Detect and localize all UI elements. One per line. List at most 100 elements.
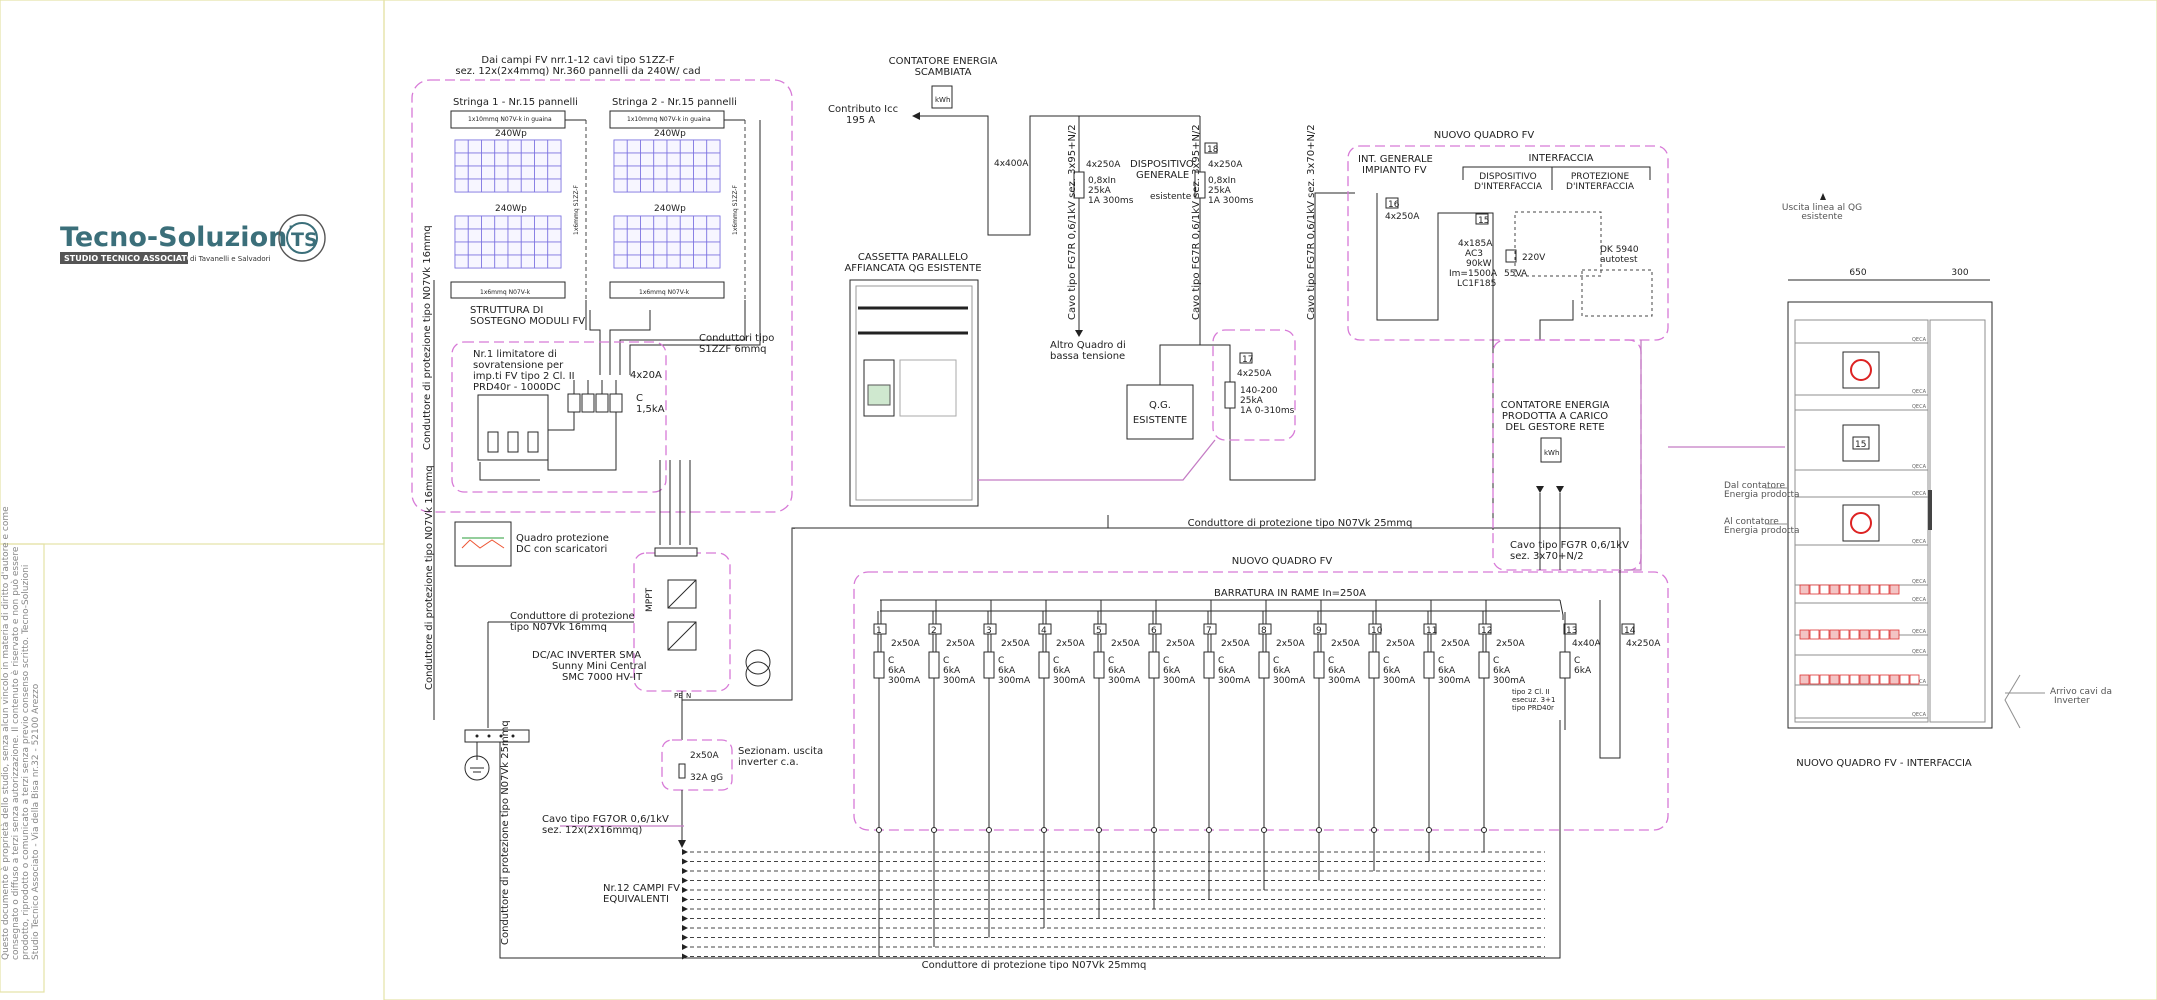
inverter-section: MPPT DC/AC INVERTER SMA Sunny Mini Centr…: [487, 460, 1109, 740]
breaker-num: 11: [1426, 626, 1437, 636]
pv-cell: [534, 228, 549, 243]
breaker-spec: C: [1218, 656, 1224, 666]
pv-cell: [706, 254, 721, 269]
pv-cell: [494, 241, 509, 256]
pe-label: PE: [674, 692, 683, 700]
mid-conductor-label: Conduttore di protezione tipo N07Vk 25mm…: [1188, 518, 1413, 529]
produced-kwh: kWh: [1544, 449, 1559, 457]
b14-rating: 4x250A: [1626, 639, 1661, 649]
arrival-line-2: Inverter: [2054, 696, 2090, 706]
string-2-title: Stringa 2 - Nr.15 pannelli: [612, 97, 737, 108]
string-2: 1x10mmq N07V-k in guaina 240Wp 240Wp 1x6…: [609, 110, 725, 299]
breaker-spec: C: [1383, 656, 1389, 666]
breaker-num: 1: [876, 626, 882, 636]
pv-cell: [534, 254, 549, 269]
breaker-spec: 300mA: [998, 676, 1031, 686]
pv-cell: [467, 228, 482, 243]
d17-spec-1: 140-200: [1240, 386, 1278, 396]
isolator-label-line-2: inverter c.a.: [738, 757, 799, 768]
pv-cell: [653, 139, 668, 154]
pv-cell: [626, 139, 641, 154]
breaker-spec: C: [1438, 656, 1444, 666]
cabinet-row-tag: QECA: [1912, 539, 1927, 545]
cabinet-modules: [1799, 584, 1920, 685]
side-note-frame: [0, 543, 45, 993]
int-gen-line-1: INT. GENERALE: [1358, 154, 1433, 165]
qg-existing-box: [1126, 384, 1194, 440]
pv-cell: [613, 139, 628, 154]
di-line-1: DISPOSITIVO: [1479, 172, 1536, 182]
field-arrow: [682, 906, 688, 912]
mppt-label: MPPT: [645, 587, 655, 612]
cabinet-module: [1819, 674, 1830, 685]
pv-cell: [666, 152, 681, 167]
pv-cell: [626, 254, 641, 269]
cabinet-module: [1869, 584, 1880, 595]
pv-cell: [547, 152, 562, 167]
qg-line-2: ESISTENTE: [1133, 415, 1187, 426]
string-1-vertical-cable: 1x6mmq S1ZZ-F: [573, 185, 580, 235]
meter-exchanged-box: [931, 85, 953, 109]
breaker-rating: 2x50A: [1331, 639, 1361, 649]
cabinet-module: [1829, 584, 1840, 595]
field-arrow: [682, 858, 688, 865]
dc-panel-icon: Quadro protezione DC con scaricatori: [454, 521, 609, 567]
string-1-cable-box-bottom: [450, 281, 566, 299]
pv-cell: [454, 152, 469, 167]
pv-cell: [507, 152, 522, 167]
breaker-rating: 2x50A: [1386, 639, 1416, 649]
string-1-panel-label-bottom: 240Wp: [495, 204, 527, 214]
isolator-rating: 2x50A: [690, 751, 720, 761]
pv-protection-vertical: Conduttore di protezione tipo N07Vk 16mm…: [422, 225, 433, 450]
breaker-num: 10: [1371, 626, 1383, 636]
pv-cell: [481, 139, 496, 154]
limiter-line-1: Nr.1 limitatore di: [473, 349, 557, 360]
main-switch-rating: 4x400A: [994, 159, 1029, 169]
pv-cell: [693, 254, 708, 269]
breaker-num: 9: [1316, 626, 1322, 636]
pv-cell: [653, 165, 668, 180]
cabinet-title: NUOVO QUADRO FV - INTERFACCIA: [1796, 758, 1972, 769]
string-1-panel-label-top: 240Wp: [495, 129, 527, 139]
breaker-spec: 6kA: [1383, 666, 1401, 676]
pv-cell: [640, 139, 655, 154]
inverter-protection-line-1: Conduttore di protezione: [510, 611, 635, 622]
conductors-line-1: Conduttori tipo: [699, 333, 774, 344]
produced-title-2: PRODOTTA A CARICO: [1502, 411, 1608, 422]
cabinet-module: [1849, 629, 1860, 640]
pv-cell: [481, 228, 496, 243]
gd-right-spec-1: 0,8xIn: [1208, 176, 1236, 186]
pv-cell: [653, 215, 668, 230]
pv-cell: [653, 152, 668, 167]
existing-parallel-box: CASSETTA PARALLELO AFFIANCATA QG ESISTEN…: [844, 252, 982, 507]
logo-tagline: STUDIO TECNICO ASSOCIATO: [64, 254, 194, 263]
inverter-line-2: Sunny Mini Central: [552, 661, 647, 672]
logo-frame: [0, 0, 385, 545]
field-arrow: [682, 944, 688, 950]
fields-line-1: Nr.12 CAMPI FV: [603, 883, 680, 894]
cabinet-module: [1829, 629, 1840, 640]
nq-top-title: NUOVO QUADRO FV: [1434, 130, 1535, 141]
string-2-cable-box-bottom: [609, 281, 725, 299]
gd-rating-right: 4x250A: [1208, 160, 1243, 170]
left-protection-label: Conduttore di protezione tipo N07Vk 16mm…: [424, 465, 435, 690]
va55-label: 55VA: [1504, 269, 1528, 279]
breaker-rating: 2x50A: [1221, 639, 1251, 649]
side-note-line-4: Studio Tecnico Associato - Via della Bis…: [31, 683, 41, 960]
breaker-13: 13 4x40A C 6kA tipo 2 Cl. II esecuz. 3+1…: [1512, 612, 1602, 730]
meter-exchanged-kwh: kWh: [935, 96, 950, 104]
pv-cell: [640, 228, 655, 243]
pv-cell: [666, 178, 681, 193]
pv-field-boundary: [411, 79, 793, 513]
d17-rating: 4x250A: [1237, 369, 1272, 379]
nuovo-quadro-top: NUOVO QUADRO FV INT. GENERALE IMPIANTO F…: [1347, 130, 1669, 530]
breaker-num: 8: [1261, 626, 1267, 636]
limiter-line-3: imp.ti FV tipo 2 Cl. II: [473, 371, 575, 382]
cabinet-row-tag: QECA: [1912, 389, 1927, 395]
pv-cell: [679, 215, 694, 230]
cabinet-module: [1859, 584, 1870, 595]
pv-cell: [547, 139, 562, 154]
pv-cell: [640, 241, 655, 256]
